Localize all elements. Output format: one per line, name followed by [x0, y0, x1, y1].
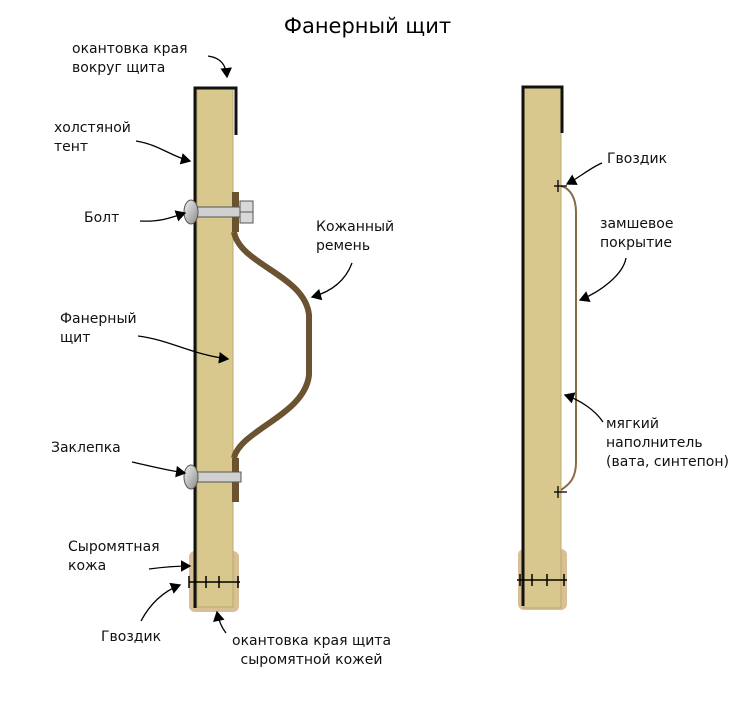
arrow-leather-strap: [310, 262, 353, 301]
label-bolt: Болт: [84, 210, 120, 226]
leather-strap: [231, 231, 312, 460]
arrow-bolt: [139, 210, 187, 222]
left-cross-section: [183, 86, 312, 612]
arrow-rivet: [131, 461, 187, 478]
right-bottom-nail: [517, 574, 567, 586]
arrow-rawhide-binding: [213, 610, 227, 634]
label-plywood-shield: Фанерный щит: [60, 311, 137, 346]
label-rawhide-binding: окантовка края щита сыромятной кожей: [232, 633, 392, 668]
rivet: [183, 464, 242, 490]
label-nail-right: Гвоздик: [607, 151, 668, 167]
arrow-plywood: [137, 335, 230, 364]
left-nail: [188, 576, 240, 588]
right-nail-bottom: [554, 486, 567, 498]
label-nail-left: Гвоздик: [101, 629, 162, 645]
bolt: [183, 199, 254, 225]
suede-cover: [560, 185, 577, 491]
label-rivet: Заклепка: [51, 440, 121, 456]
plywood-board: [196, 88, 234, 608]
diagram-title: Фанерный щит: [283, 14, 452, 38]
arrow-edge-binding: [207, 55, 232, 79]
arrow-rawhide: [148, 560, 192, 572]
label-rawhide: Сыромятная кожа: [68, 539, 160, 574]
arrow-nail-right: [565, 162, 603, 185]
arrow-nail-left: [140, 582, 182, 622]
arrow-canvas-cover: [135, 140, 192, 165]
label-soft-filler: мягкий наполнитель (вата, синтепон): [606, 416, 729, 470]
label-edge-binding: окантовка края вокруг щита: [72, 41, 188, 76]
canvas-cover-line-right: [521, 85, 564, 606]
arrow-soft-filler: [563, 392, 604, 423]
right-nail-top: [554, 180, 567, 192]
right-cross-section: [517, 85, 577, 610]
label-suede-cover: замшевое покрытие: [600, 216, 674, 251]
label-leather-strap: Кожанный ремень: [316, 219, 395, 254]
arrow-suede-cover: [578, 257, 627, 303]
plywood-board-right: [523, 87, 562, 609]
canvas-cover-line: [193, 86, 238, 608]
label-canvas-cover: холстяной тент: [54, 120, 131, 155]
pointer-arrows: [131, 55, 627, 634]
